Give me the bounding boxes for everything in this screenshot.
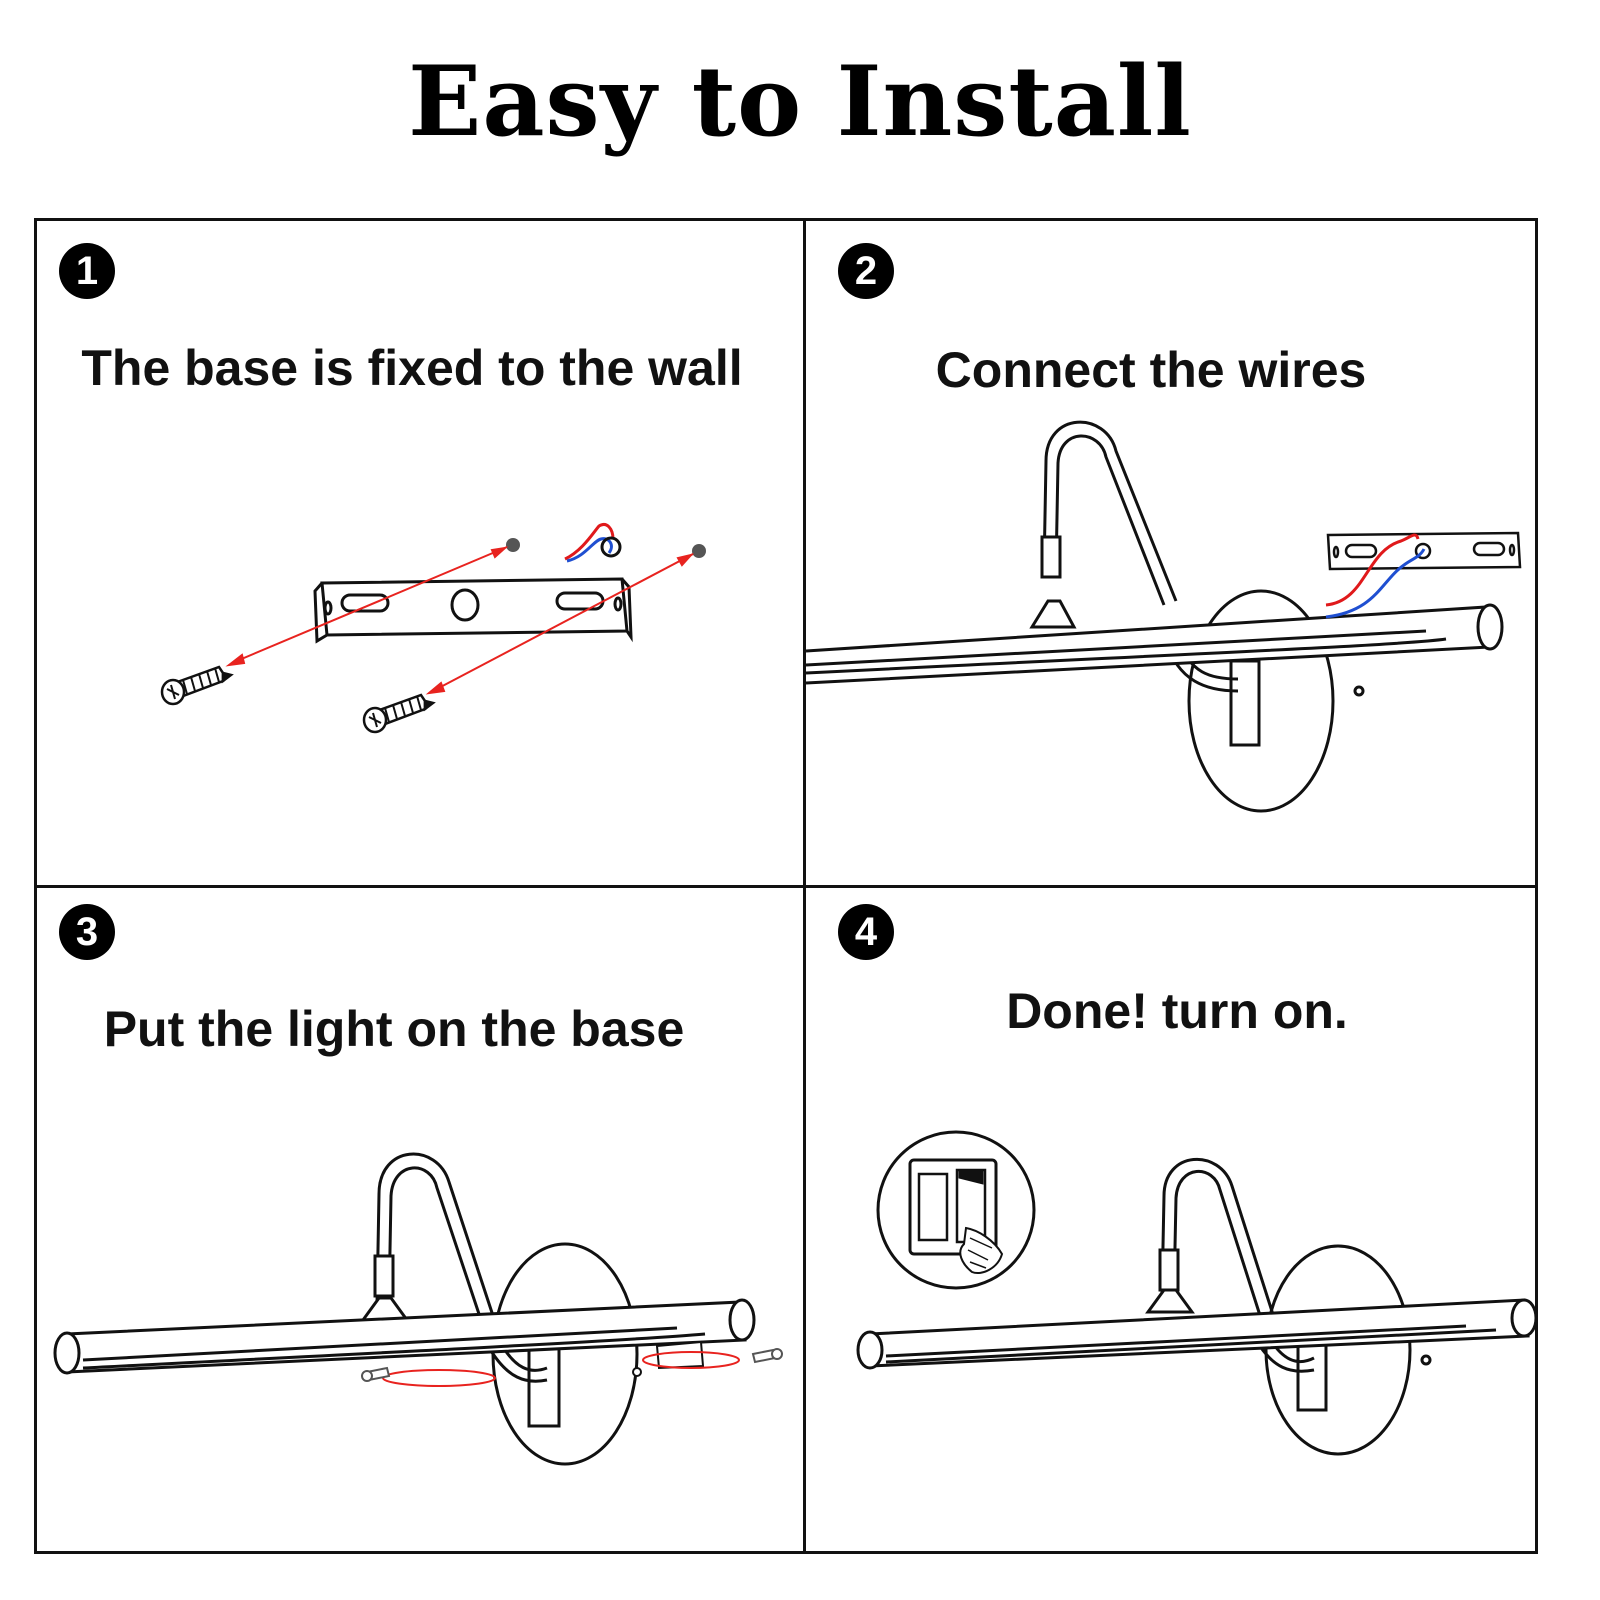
- step-number-badge: 3: [59, 904, 115, 960]
- grid-divider-horizontal: [37, 885, 1535, 888]
- step-1-panel: 1 The base is fixed to the wall: [37, 221, 787, 881]
- step-3-panel: 3 Put the light on the base: [37, 888, 787, 1548]
- step-number-badge: 2: [838, 243, 894, 299]
- wall-plate: [1264, 1244, 1412, 1456]
- light-on-base-illustration: [53, 1152, 783, 1466]
- screw-icon: [362, 693, 436, 734]
- screw-icon: [361, 1366, 391, 1382]
- screw-guide-arrows: [225, 546, 694, 695]
- step-caption: Connect the wires: [935, 342, 1367, 398]
- light-switch-icon: [876, 1130, 1036, 1290]
- screw-icon: [160, 665, 234, 706]
- wall-anchor-right: [692, 544, 706, 558]
- wire-connection-illustration: [806, 420, 1522, 813]
- wall-anchor-left: [506, 538, 520, 552]
- step-number-badge: 4: [838, 904, 894, 960]
- light-switch-on-illustration: [856, 1130, 1538, 1456]
- wall-base-mounting-illustration: [160, 523, 706, 734]
- mounting-bracket: [313, 577, 633, 644]
- supply-wires-icon: [564, 523, 622, 563]
- step-caption: The base is fixed to the wall: [81, 340, 743, 396]
- step-2-panel: 2 Connect the wires: [806, 221, 1556, 881]
- screw-icon: [751, 1348, 783, 1364]
- step-caption: Put the light on the base: [103, 1001, 685, 1057]
- step-caption: Done! turn on.: [1006, 983, 1348, 1039]
- page-title: Easy to Install: [408, 45, 1192, 158]
- step-number-badge: 1: [59, 243, 115, 299]
- wall-plate: [491, 1242, 639, 1466]
- step-4-panel: 4 Done! turn on.: [806, 888, 1556, 1548]
- connected-wires: [1325, 533, 1426, 619]
- steps-grid: 1 The base is fixed to the wall: [34, 218, 1538, 1554]
